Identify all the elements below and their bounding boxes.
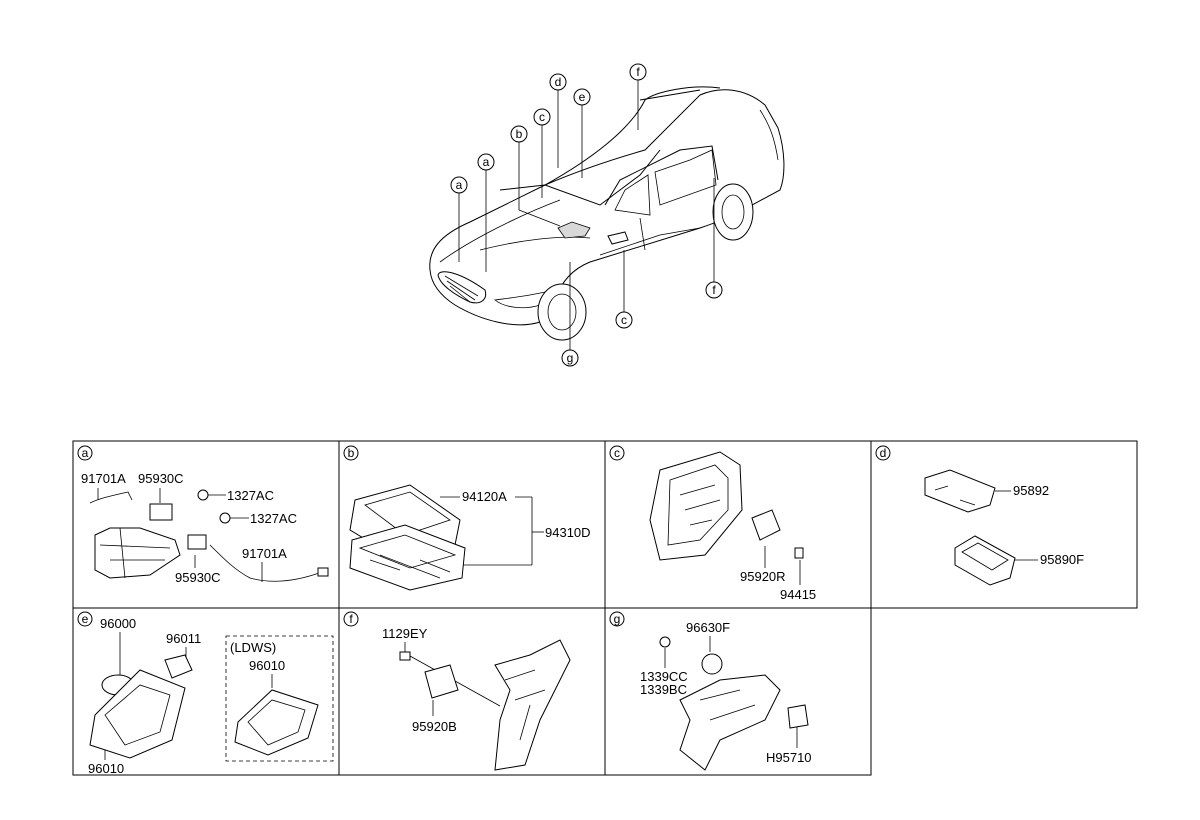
svg-text:1339BC: 1339BC bbox=[640, 682, 687, 697]
svg-text:96010: 96010 bbox=[88, 761, 124, 776]
panel-d: d 95892 95890F bbox=[875, 445, 1084, 586]
svg-text:94415: 94415 bbox=[780, 587, 816, 602]
callout-b: b bbox=[510, 125, 528, 143]
callout-e: e bbox=[573, 88, 591, 106]
panel-g: g 96630F 1339CC 1339BC H95710 bbox=[609, 611, 812, 771]
overview-callouts: a a b c d e f f c g bbox=[450, 63, 723, 367]
svg-text:1129EY: 1129EY bbox=[382, 626, 428, 641]
svg-text:c: c bbox=[614, 446, 620, 460]
svg-text:95892: 95892 bbox=[1013, 483, 1049, 498]
svg-text:1327AC: 1327AC bbox=[250, 511, 297, 526]
callout-g: g bbox=[561, 349, 579, 367]
svg-text:e: e bbox=[82, 612, 89, 626]
callout-a1: a bbox=[450, 176, 468, 194]
svg-text:a: a bbox=[456, 178, 463, 192]
svg-text:95920R: 95920R bbox=[740, 569, 786, 584]
svg-text:96000: 96000 bbox=[100, 616, 136, 631]
svg-text:b: b bbox=[348, 446, 355, 460]
svg-text:95930C: 95930C bbox=[175, 570, 221, 585]
callout-f2: f bbox=[705, 281, 723, 299]
svg-text:a: a bbox=[483, 155, 490, 169]
svg-text:g: g bbox=[567, 351, 574, 365]
svg-text:H95710: H95710 bbox=[766, 750, 812, 765]
svg-text:a: a bbox=[82, 446, 89, 460]
svg-text:95920B: 95920B bbox=[412, 719, 457, 734]
svg-text:(LDWS): (LDWS) bbox=[230, 640, 276, 655]
panel-c: c 95920R 94415 bbox=[609, 445, 816, 602]
svg-text:1339CC: 1339CC bbox=[640, 669, 688, 684]
svg-text:c: c bbox=[621, 313, 627, 327]
svg-text:95930C: 95930C bbox=[138, 471, 184, 486]
panel-e: e 96000 96011 96010 96010 (LDWS) bbox=[77, 611, 334, 776]
svg-text:d: d bbox=[555, 75, 562, 89]
svg-text:f: f bbox=[712, 283, 716, 297]
svg-text:b: b bbox=[516, 127, 523, 141]
overview-leaders bbox=[458, 80, 715, 350]
svg-text:94310D: 94310D bbox=[545, 525, 591, 540]
panel-f: f 1129EY 95920B bbox=[343, 611, 571, 771]
svg-text:f: f bbox=[636, 65, 640, 79]
panel-grid bbox=[72, 440, 1138, 776]
panel-a: a 91701A 95930C 1327AC 1327AC 95930C 917… bbox=[77, 445, 329, 585]
svg-text:91701A: 91701A bbox=[81, 471, 126, 486]
svg-text:96010: 96010 bbox=[249, 658, 285, 673]
svg-text:g: g bbox=[614, 612, 621, 626]
callout-a2: a bbox=[477, 153, 495, 171]
svg-text:95890F: 95890F bbox=[1040, 552, 1084, 567]
svg-text:e: e bbox=[579, 90, 586, 104]
car-overview bbox=[429, 86, 785, 341]
svg-text:f: f bbox=[349, 612, 353, 626]
callout-c1: c bbox=[533, 108, 551, 126]
callout-d: d bbox=[549, 73, 567, 91]
svg-text:94120A: 94120A bbox=[462, 489, 507, 504]
svg-text:96630F: 96630F bbox=[686, 620, 730, 635]
svg-text:91701A: 91701A bbox=[242, 546, 287, 561]
svg-text:d: d bbox=[880, 446, 887, 460]
callout-f1: f bbox=[629, 63, 647, 81]
svg-text:c: c bbox=[539, 110, 545, 124]
svg-text:1327AC: 1327AC bbox=[227, 488, 274, 503]
svg-text:96011: 96011 bbox=[166, 631, 201, 646]
panel-b: b 94120A 94310D bbox=[343, 445, 591, 591]
callout-c2: c bbox=[615, 311, 633, 329]
